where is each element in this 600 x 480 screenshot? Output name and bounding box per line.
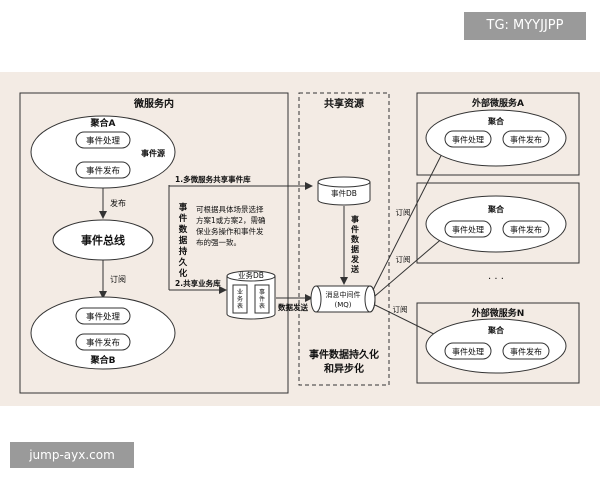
event-table-text: 事 件 表 xyxy=(259,288,265,310)
svg-text:数: 数 xyxy=(179,224,188,235)
aggregate-a-label: 聚合A xyxy=(90,117,116,129)
shared-caption-line2: 和异步化 xyxy=(323,362,364,375)
svg-text:化: 化 xyxy=(179,268,188,279)
external-middle-aggregate-label: 聚合 xyxy=(487,204,505,214)
persistence-note-line: 保业务操作和事件发 xyxy=(196,226,264,236)
svg-text:久: 久 xyxy=(178,257,188,268)
svg-text:件: 件 xyxy=(179,213,188,224)
external-middle-handle xyxy=(444,220,492,238)
subscribe-arrow-a xyxy=(372,133,453,291)
external-n-aggregate-label: 聚合 xyxy=(487,325,505,335)
persistence-note-line: 方案1或方案2，需确 xyxy=(196,215,266,225)
internal-service-box xyxy=(19,92,289,394)
watermark-top: TG: MYYJJPP xyxy=(464,12,586,40)
shared-resources-title: 共享资源 xyxy=(324,97,364,110)
message-queue xyxy=(310,285,376,313)
external-a-handle xyxy=(444,130,492,148)
external-a-handle-label: 事件处理 xyxy=(452,135,484,145)
persistence-vertical-text: 事 件 数 据 持 久 化 xyxy=(178,202,188,279)
persistence-note-line: 布的强一致。 xyxy=(196,237,241,247)
svg-text:送: 送 xyxy=(350,264,360,274)
aggregate-b-publish-label: 事件发布 xyxy=(86,338,120,349)
svg-text:件: 件 xyxy=(259,295,265,303)
svg-text:件: 件 xyxy=(351,224,359,234)
external-a-aggregate xyxy=(425,109,567,167)
aggregate-b-label: 聚合B xyxy=(90,354,116,366)
ellipsis-dots: · · · xyxy=(488,274,504,285)
aggregate-b-handle xyxy=(75,307,131,325)
internal-service-title: 微服务内 xyxy=(133,97,174,110)
external-a-publish xyxy=(502,130,550,148)
option2-label: 2.共享业务库 xyxy=(175,278,221,288)
external-middle-handle-label: 事件处理 xyxy=(452,225,484,235)
mq-label-line2: (MQ) xyxy=(334,301,351,309)
external-service-n-title: 外部微服务N xyxy=(471,307,525,319)
svg-text:表: 表 xyxy=(259,302,265,310)
external-n-publish xyxy=(502,342,550,360)
external-n-handle xyxy=(444,342,492,360)
external-service-a xyxy=(416,92,580,176)
svg-text:表: 表 xyxy=(237,302,243,310)
external-n-handle-label: 事件处理 xyxy=(452,347,484,357)
aggregate-a-publish-label: 事件发布 xyxy=(86,166,120,177)
publish-label: 发布 xyxy=(110,198,126,208)
external-service-a-title: 外部微服务A xyxy=(471,97,524,109)
subscribe-label-a: 订阅 xyxy=(396,207,411,217)
event-bus-label: 事件总线 xyxy=(81,233,125,247)
business-db-label: 业务DB xyxy=(238,270,264,280)
event-table xyxy=(254,284,270,314)
aggregate-b-handle-label: 事件处理 xyxy=(86,312,121,323)
subscribe-label-internal: 订阅 xyxy=(110,274,126,284)
svg-text:务: 务 xyxy=(237,295,243,303)
event-db xyxy=(317,176,371,206)
external-service-middle xyxy=(416,182,580,264)
subscribe-label-n: 订阅 xyxy=(393,304,408,314)
svg-text:持: 持 xyxy=(179,246,188,257)
option1-label: 1.多微服务共享事件库 xyxy=(175,174,251,184)
svg-text:事: 事 xyxy=(351,214,359,224)
svg-text:据: 据 xyxy=(179,235,188,246)
external-a-aggregate-label: 聚合 xyxy=(487,116,505,126)
external-a-publish-label: 事件发布 xyxy=(510,135,542,145)
svg-text:事: 事 xyxy=(179,202,188,213)
data-send-label: 数据发送 xyxy=(278,302,308,312)
external-service-n xyxy=(416,302,580,384)
aggregate-a-handle-label: 事件处理 xyxy=(86,136,121,147)
data-send-vertical-text: 事 件 数 据 发 送 xyxy=(350,214,360,274)
shared-resources-box xyxy=(298,92,390,386)
event-db-label: 事件DB xyxy=(331,188,357,198)
external-middle-publish xyxy=(502,220,550,238)
persistence-note: 可根据具体场景选择 方案1或方案2，需确 保业务操作和事件发 布的强一致。 xyxy=(196,204,266,247)
svg-text:业: 业 xyxy=(237,288,243,296)
external-middle-publish-label: 事件发布 xyxy=(510,225,542,235)
svg-text:据: 据 xyxy=(351,244,359,254)
svg-text:发: 发 xyxy=(350,254,360,264)
aggregate-a-publish xyxy=(75,161,131,179)
aggregate-b xyxy=(30,296,176,370)
external-n-publish-label: 事件发布 xyxy=(510,347,542,357)
svg-text:数: 数 xyxy=(351,234,360,244)
subscribe-label-middle: 订阅 xyxy=(396,254,411,264)
persistence-note-line: 可根据具体场景选择 xyxy=(196,204,264,214)
watermark-bottom: jump-ayx.com xyxy=(10,442,134,468)
subscribe-arrow-middle xyxy=(374,229,453,297)
external-middle-aggregate xyxy=(425,195,567,253)
event-source-label: 事件源 xyxy=(141,148,165,158)
aggregate-b-publish xyxy=(75,333,131,351)
mq-label-line1: 消息中间件 xyxy=(326,290,361,299)
business-table-text: 业 务 表 xyxy=(237,288,243,310)
shared-caption-line1: 事件数据持久化 xyxy=(309,348,379,361)
business-table xyxy=(232,284,248,314)
aggregate-a-handle xyxy=(75,131,131,149)
svg-text:事: 事 xyxy=(259,288,265,296)
